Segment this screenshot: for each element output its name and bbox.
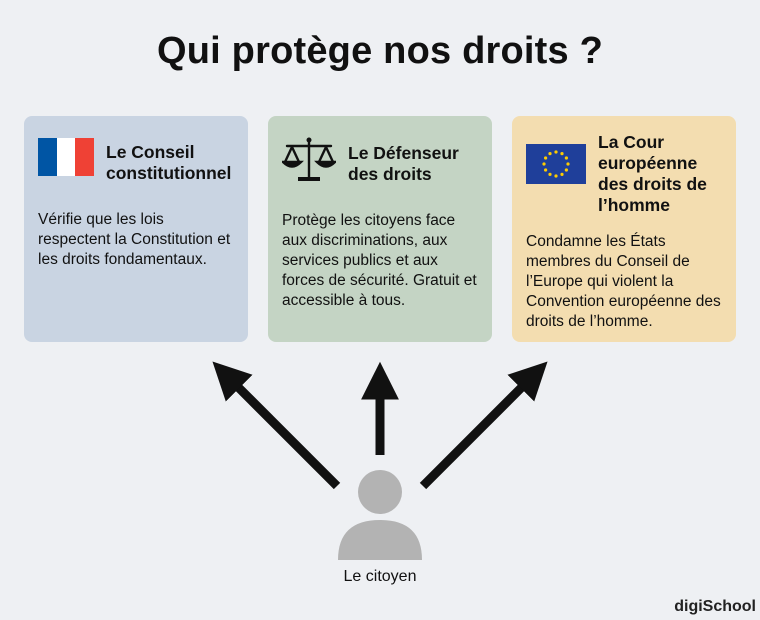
- eu-star: [548, 172, 552, 176]
- card-title: La Cour européenne des droits de l’homme: [598, 132, 707, 215]
- page-title: Qui protège nos droits ?: [156, 30, 604, 72]
- arrow-to-conseil: [212, 361, 341, 490]
- french-flag-icon: [38, 138, 95, 176]
- card-description: Condamne les États membres du Conseil de…: [526, 233, 721, 330]
- arrow-to-cour: [419, 361, 548, 490]
- european-flag-icon: [526, 144, 586, 189]
- card-title: Le Défenseur des droits: [348, 143, 459, 184]
- card-conseil-constitutionnel: Le Conseil constitutionnel Vérifie que l…: [24, 116, 248, 342]
- eu-star: [544, 168, 548, 172]
- scales-of-justice-icon: [280, 136, 338, 189]
- eu-star: [548, 152, 552, 156]
- eu-star: [554, 174, 558, 178]
- card-defenseur-des-droits: Le Défenseur des droits Protège les cito…: [268, 116, 492, 342]
- eu-star: [560, 152, 564, 156]
- eu-star: [564, 156, 568, 160]
- digischool-logo: digiSchool: [674, 598, 756, 615]
- eu-star: [564, 168, 568, 172]
- eu-star: [544, 156, 548, 160]
- card-title: Le Conseil constitutionnel: [106, 142, 232, 183]
- eu-star: [566, 162, 570, 166]
- citizen-label: Le citoyen: [343, 568, 417, 585]
- eu-star: [554, 150, 558, 154]
- card-description: Protège les citoyens face aux discrimina…: [282, 212, 477, 309]
- card-cour-europeenne: La Cour européenne des droits de l’homme…: [512, 116, 736, 342]
- eu-star: [542, 162, 546, 166]
- person-icon: [335, 468, 425, 569]
- card-description: Vérifie que les lois respectent la Const…: [38, 211, 231, 268]
- eu-star: [560, 172, 564, 176]
